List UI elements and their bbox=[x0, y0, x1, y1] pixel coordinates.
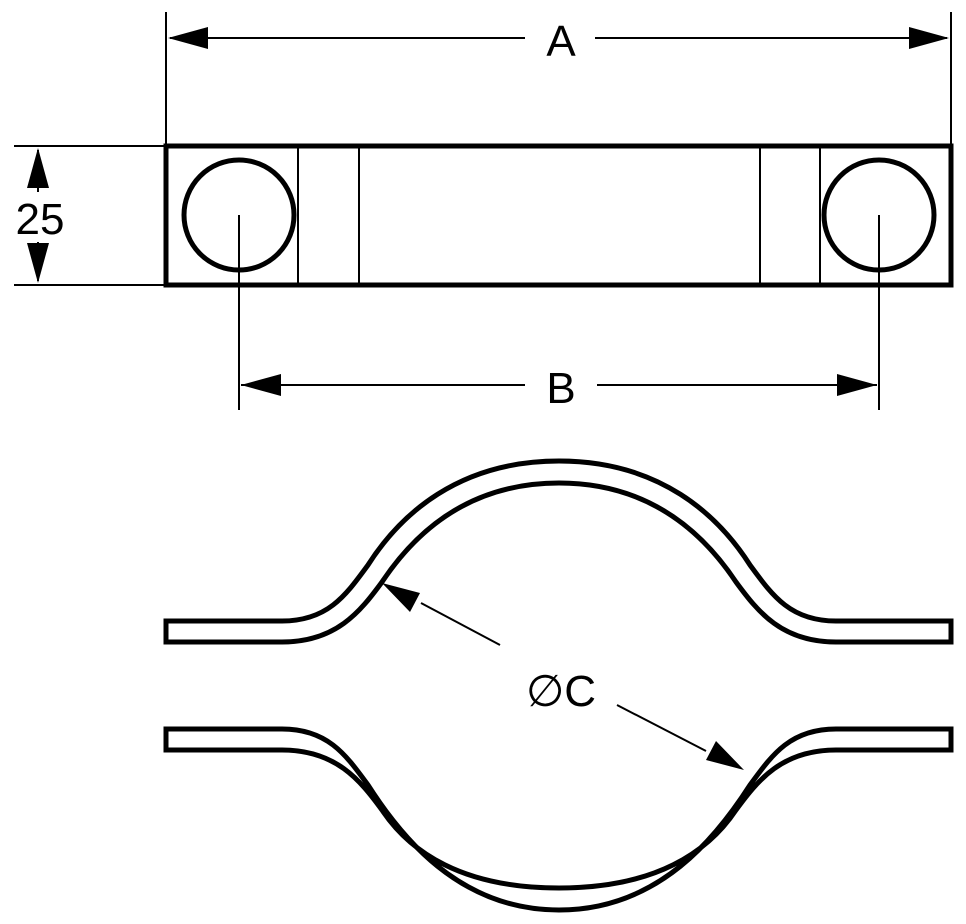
arrow-height-top bbox=[27, 148, 49, 188]
dim-diameter-label: ∅C bbox=[526, 667, 596, 716]
arrow-b-left bbox=[241, 374, 281, 396]
side-view: ∅C bbox=[163, 458, 954, 913]
arrow-a-left bbox=[168, 27, 208, 49]
upper-clamp-outer bbox=[163, 458, 954, 645]
arrow-c-lower bbox=[706, 741, 744, 770]
dim-height-label: 25 bbox=[16, 195, 65, 244]
leader-c-upper bbox=[420, 602, 501, 646]
lower-clamp-outer bbox=[163, 726, 954, 913]
dim-b-label: B bbox=[546, 364, 575, 413]
arrow-c-upper bbox=[382, 583, 420, 612]
leader-c-lower bbox=[616, 704, 707, 752]
top-view: A B 25 bbox=[14, 12, 954, 413]
arrow-b-right bbox=[837, 374, 877, 396]
arrow-a-right bbox=[909, 27, 949, 49]
arrow-height-bottom bbox=[27, 243, 49, 283]
plate-outline bbox=[163, 143, 954, 288]
dim-a-label: A bbox=[546, 17, 576, 66]
